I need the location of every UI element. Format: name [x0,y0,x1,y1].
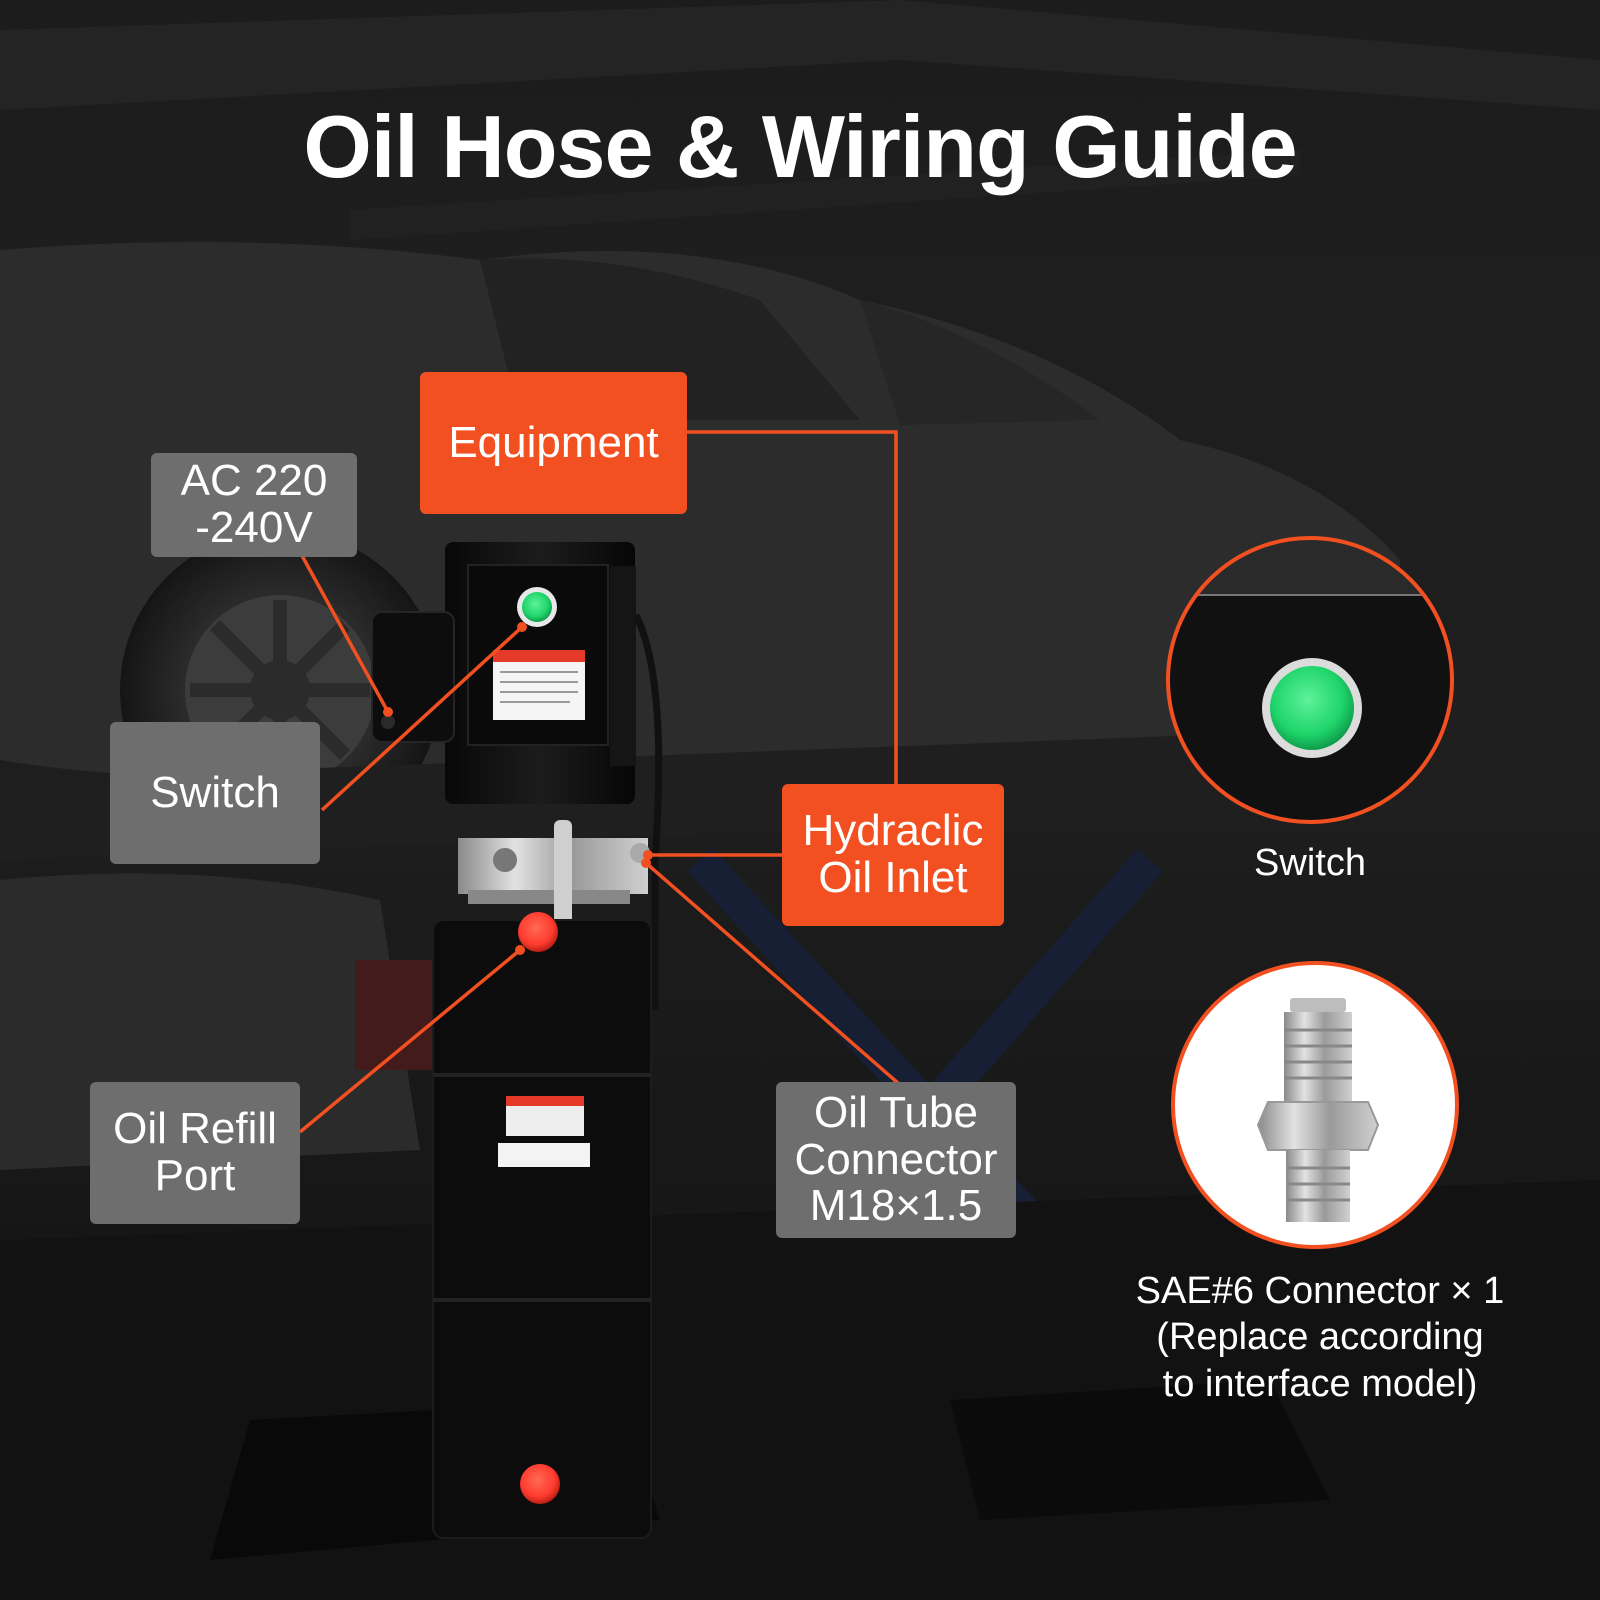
switch-label: Switch [110,722,320,864]
equipment-label: Equipment [420,372,687,514]
switch-detail-caption: Switch [1254,842,1366,884]
power-spec-label: AC 220 -240V [151,453,357,557]
oil-tube-connector-label: Oil Tube Connector M18×1.5 [776,1082,1016,1238]
page-title: Oil Hose & Wiring Guide [303,97,1297,196]
connector-detail-caption: SAE#6 Connector × 1 (Replace according t… [1135,1270,1505,1405]
hydraulic-oil-inlet-label: Hydraclic Oil Inlet [782,784,1004,926]
oil-refill-port-label: Oil Refill Port [90,1082,300,1224]
connector-detail-image [1256,998,1380,1222]
